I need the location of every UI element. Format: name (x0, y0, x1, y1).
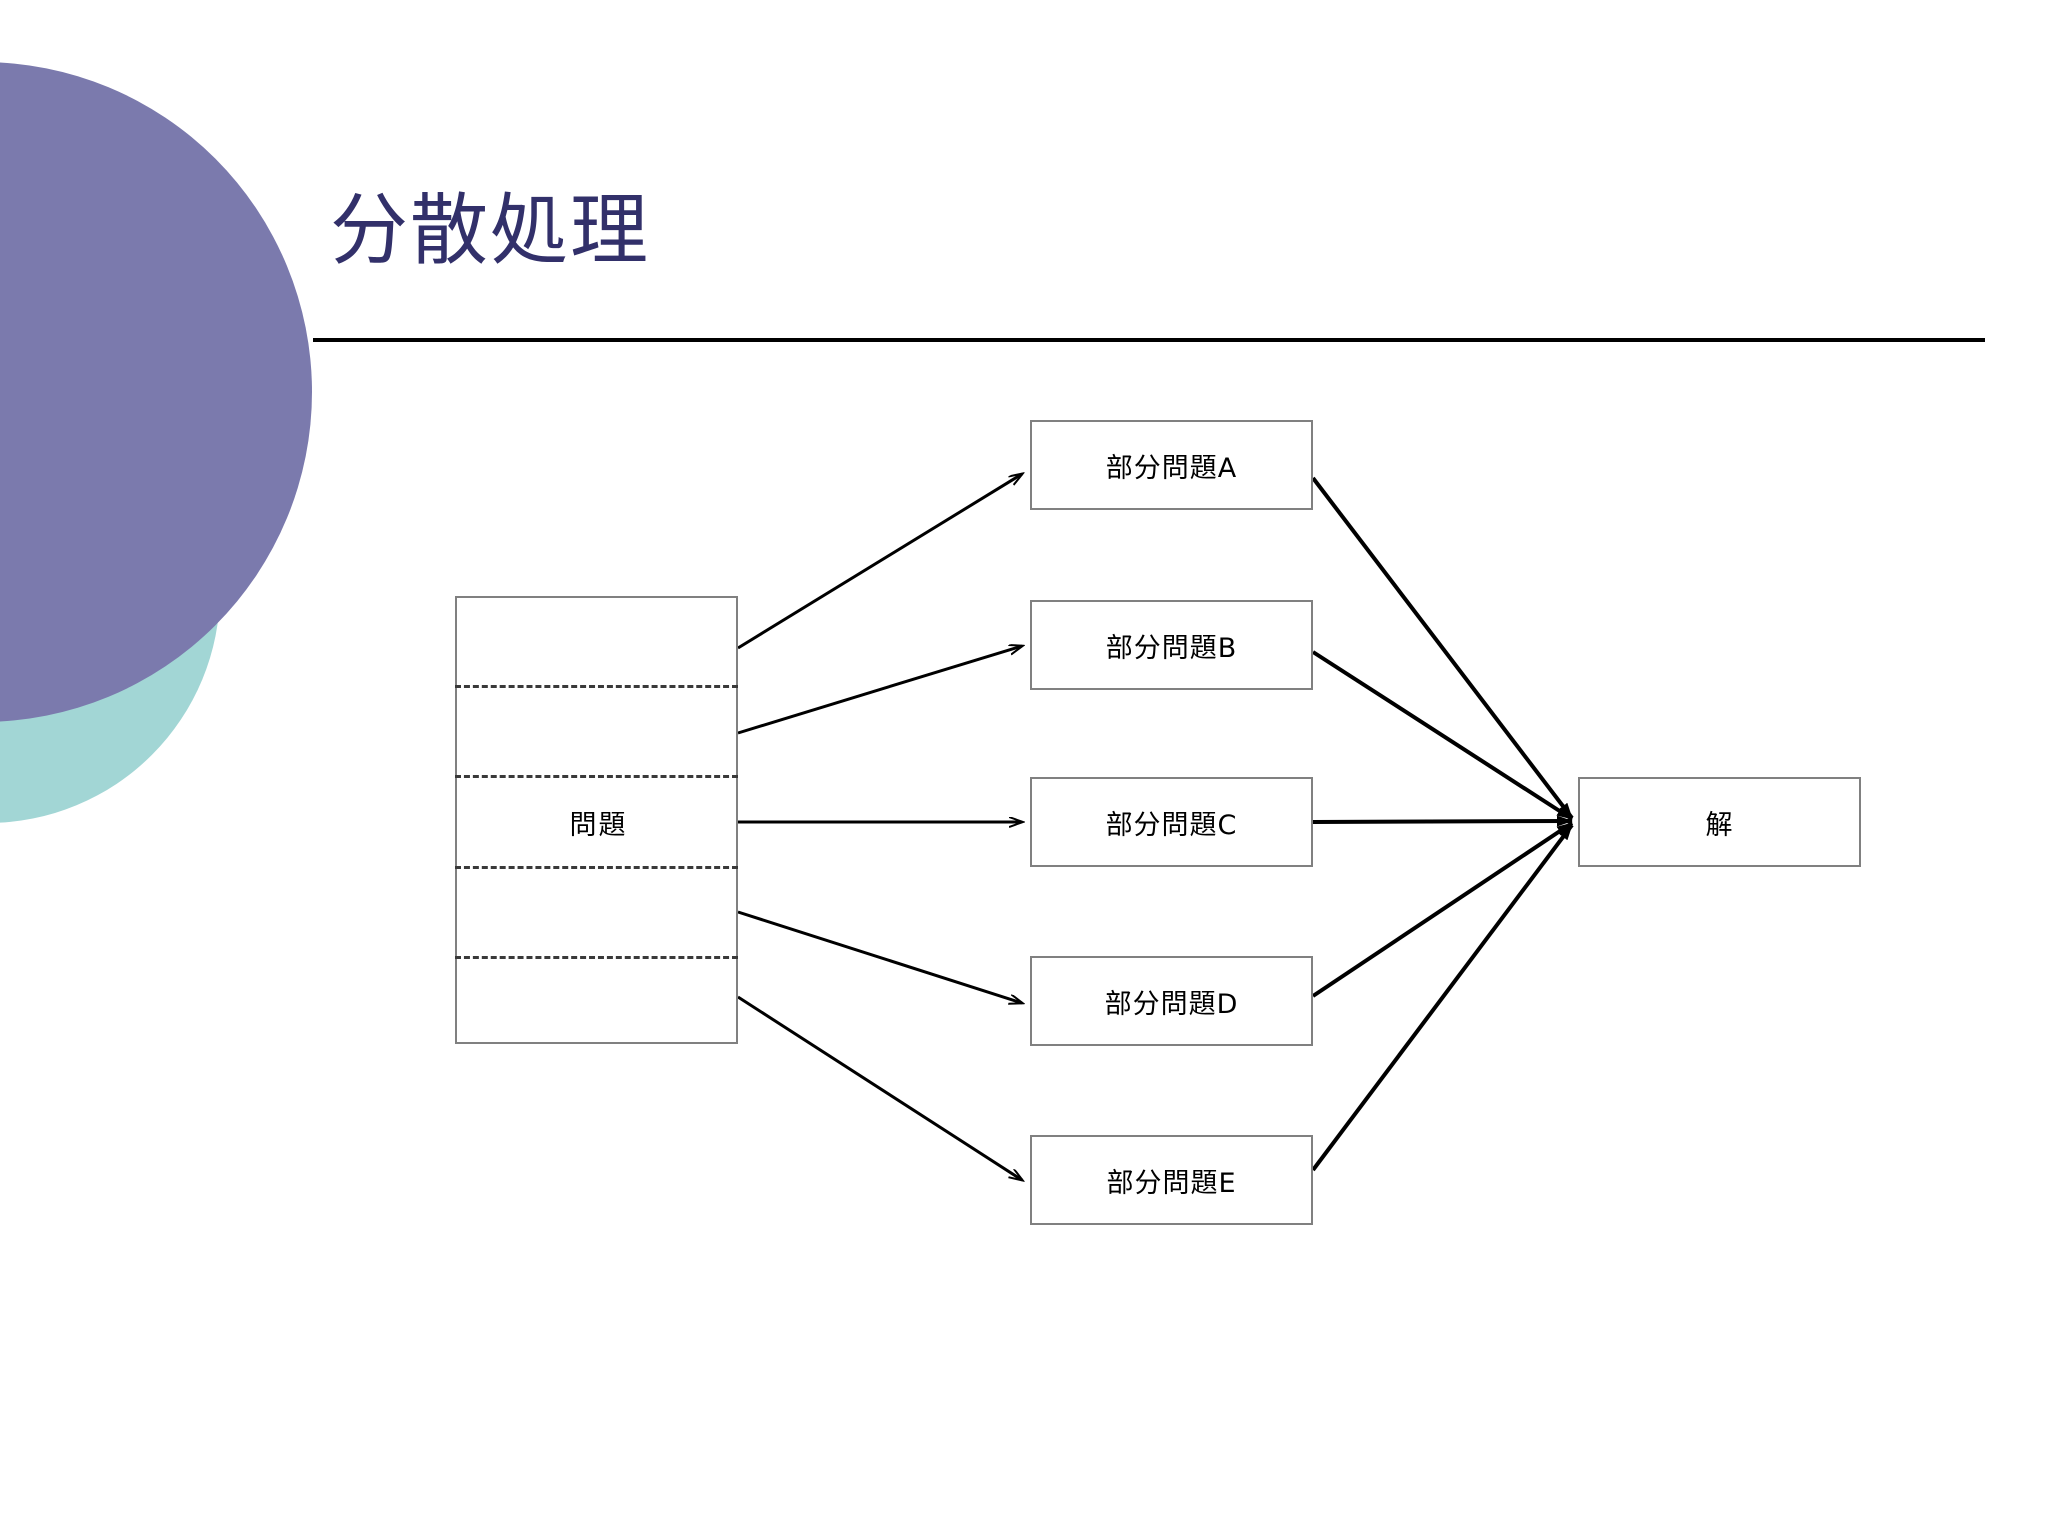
edge-problem-to-sub-e (737, 995, 1022, 1180)
edge-problem-to-sub-d (737, 910, 1022, 1003)
node-subproblem-c-label: 部分問題C (1105, 809, 1238, 841)
node-subproblem-d[interactable]: 部分問題D (1030, 956, 1313, 1046)
node-solution-label: 解 (1705, 809, 1734, 841)
edge-sub-b-to-solution (1311, 650, 1574, 821)
edge-sub-a-to-solution (1311, 476, 1574, 820)
node-subproblem-e-label: 部分問題E (1106, 1167, 1237, 1199)
edge-sub-e-to-solution (1311, 823, 1574, 1172)
edge-problem-to-sub-b (737, 646, 1022, 735)
page-title: 分散処理 (330, 186, 651, 276)
edge-sub-d-to-solution (1311, 821, 1574, 998)
node-subproblem-d-label: 部分問題D (1104, 988, 1239, 1020)
problem-divider (455, 775, 738, 778)
title-divider (313, 338, 1985, 342)
node-problem[interactable]: 問題 (455, 596, 738, 1044)
node-subproblem-a-label: 部分問題A (1105, 452, 1238, 484)
node-subproblem-a[interactable]: 部分問題A (1030, 420, 1313, 510)
node-subproblem-b-label: 部分問題B (1105, 632, 1238, 664)
problem-divider (455, 866, 738, 869)
node-solution[interactable]: 解 (1578, 777, 1861, 867)
edge-sub-c-to-solution (1312, 815, 1573, 827)
problem-divider (455, 956, 738, 959)
node-subproblem-e[interactable]: 部分問題E (1030, 1135, 1313, 1225)
node-subproblem-b[interactable]: 部分問題B (1030, 600, 1313, 690)
node-problem-label: 問題 (569, 809, 628, 841)
problem-divider (455, 685, 738, 688)
edge-problem-to-sub-a (737, 474, 1022, 650)
node-subproblem-c[interactable]: 部分問題C (1030, 777, 1313, 867)
